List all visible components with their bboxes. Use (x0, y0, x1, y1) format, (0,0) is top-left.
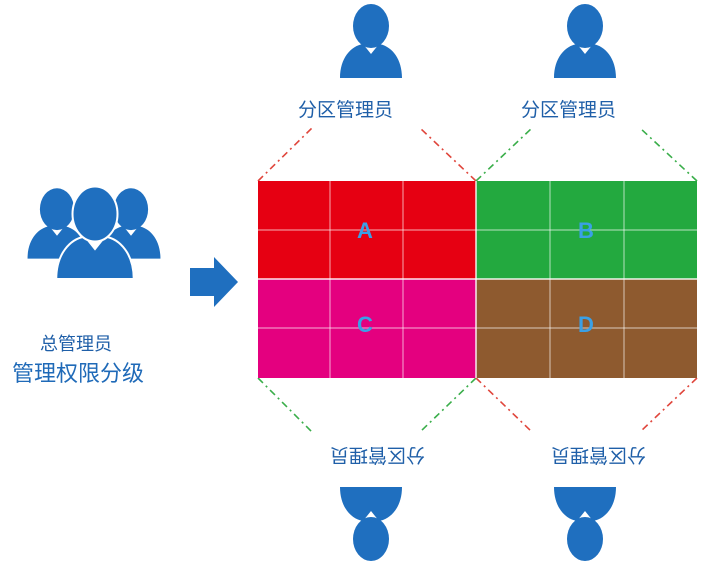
permission-hierarchy-title: 管理权限分级 (12, 362, 145, 387)
manager-top-right-icon (554, 4, 616, 78)
connector-top-right-b (639, 127, 698, 182)
admin-title: 总管理员 (40, 334, 112, 355)
connector-bottom-right-b (639, 377, 698, 433)
admin-group-icon (27, 185, 161, 280)
region-c-letter: C (357, 312, 373, 337)
connector-lines (257, 127, 698, 433)
right-arrow-icon (190, 257, 238, 307)
region-b-letter: B (578, 218, 594, 243)
partition-grid: A B C D (258, 181, 697, 378)
manager-top-left-label: 分区管理员 (298, 99, 394, 121)
region-d-letter: D (578, 312, 594, 337)
connector-top-left-b (419, 127, 477, 182)
admin-badge-label: Admin (75, 294, 120, 310)
grid-dividers (258, 181, 697, 378)
connector-top-right-a (475, 127, 533, 182)
connector-bottom-left-b (419, 377, 477, 433)
manager-top-left-icon (340, 4, 402, 78)
region-a-letter: A (357, 218, 373, 243)
manager-top-right-label: 分区管理员 (521, 99, 617, 121)
connector-top-left-a (257, 127, 313, 182)
manager-bottom-left-icon (340, 487, 402, 561)
manager-bottom-right-icon (554, 487, 616, 561)
connector-bottom-right-a (475, 377, 533, 433)
connector-bottom-left-a (257, 377, 313, 433)
manager-bottom-left-label: 分区管理员 (330, 444, 426, 466)
manager-bottom-right-label: 分区管理员 (551, 444, 647, 466)
